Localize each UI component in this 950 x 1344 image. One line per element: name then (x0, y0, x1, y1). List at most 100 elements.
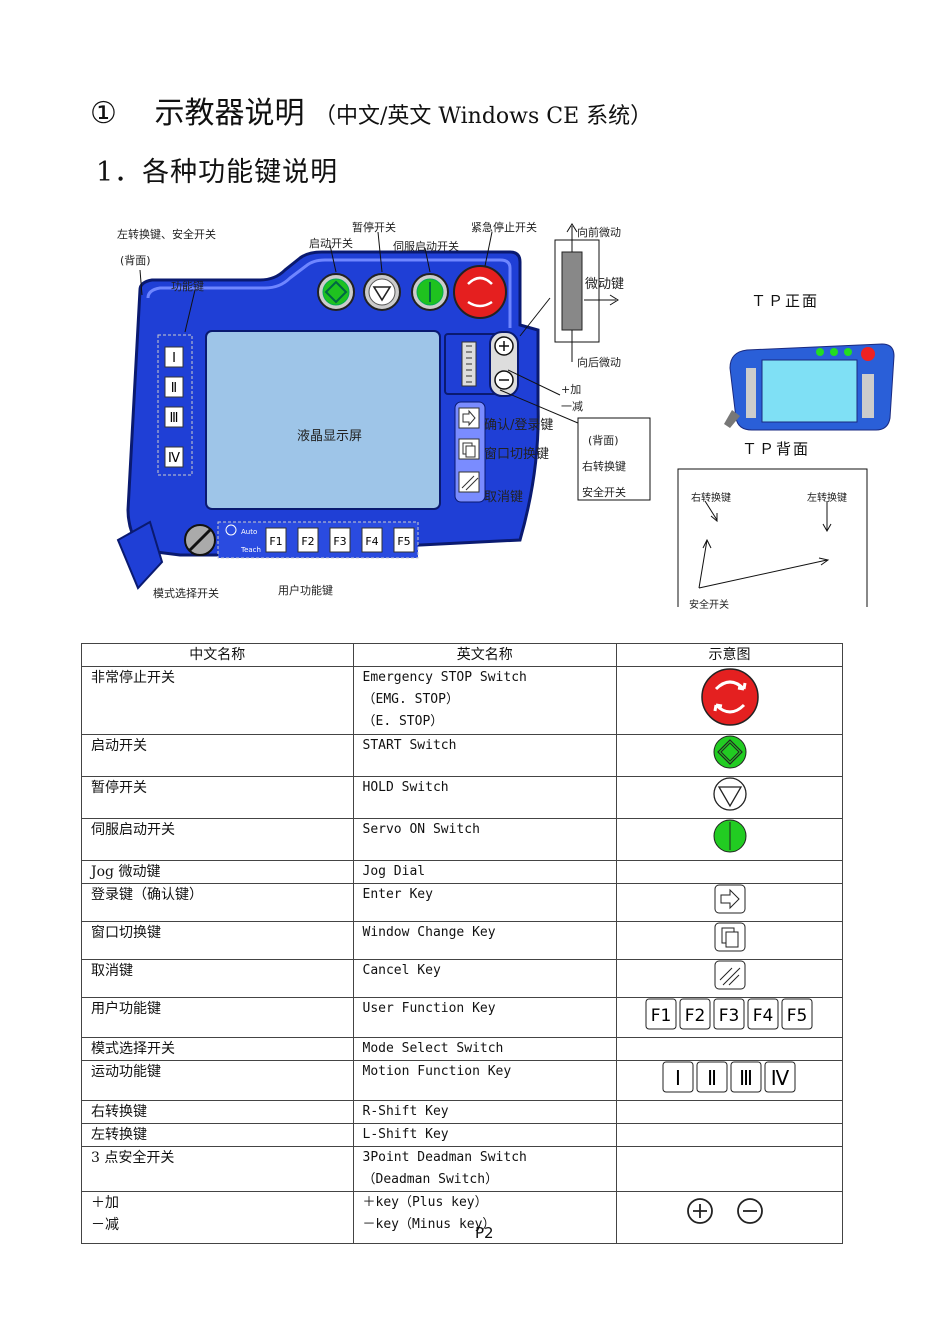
row-en: Enter Key (352, 883, 618, 922)
roman-icon-4: Ⅳ (770, 1066, 789, 1090)
header-en: 英文名称 (352, 643, 618, 667)
f4-key: F4 (365, 535, 378, 548)
row-en: Mode Select Switch (352, 1037, 618, 1061)
row-zh: Jog 微动键 (81, 860, 354, 884)
fkey-f4: F4 (752, 1006, 773, 1026)
f3-key: F3 (333, 535, 346, 548)
row-icon: F1 F2 F3 F4 F5 (616, 997, 843, 1038)
auto-label: Auto (241, 528, 257, 536)
estop-icon (700, 668, 759, 726)
table-header-row: 中文名称 英文名称 示意图 (81, 643, 843, 667)
row-icon (616, 734, 843, 777)
header-zh: 中文名称 (81, 643, 354, 667)
tp-back-label: ＴＰ背面 (742, 440, 811, 458)
start-button-icon (322, 278, 350, 306)
table-row: Jog 微动键 Jog Dial (81, 860, 843, 884)
estop-button-icon (453, 265, 507, 319)
row-en: Jog Dial (352, 860, 618, 884)
row-icon (616, 1191, 843, 1244)
table-row: 3 点安全开关 3Point Deadman Switch （Deadman S… (81, 1146, 843, 1192)
callout-start-switch: 启动开关 (309, 237, 353, 250)
page-number: P2 (475, 1224, 494, 1242)
row-zh: 暂停开关 (81, 776, 354, 819)
fkey-f5: F5 (786, 1006, 807, 1026)
row-zh: 取消键 (81, 959, 354, 998)
back-view-left-shift: 左转换键 (807, 493, 847, 504)
function-keys-diagram: F1 F2 F3 F4 F5 (265, 527, 415, 553)
callout-user-function-keys: 用户功能键 (278, 584, 333, 597)
row-zh: 窗口切换键 (81, 921, 354, 960)
back-view-safety: 安全开关 (689, 600, 729, 611)
start-icon (713, 735, 747, 769)
roman-key-4: Ⅳ (168, 451, 180, 466)
row-icon (616, 1146, 843, 1192)
callout-lcd: 液晶显示屏 (297, 429, 363, 444)
roman-keys: Ⅰ Ⅱ Ⅲ Ⅳ (164, 346, 184, 468)
row-en: Servo ON Switch (352, 818, 618, 861)
callout-plus: +加 (561, 383, 582, 396)
row-en: L-Shift Key (352, 1123, 618, 1147)
section-title: 1．各种功能键说明 (96, 157, 339, 188)
pendant-diagram: Ⅰ Ⅱ Ⅲ Ⅳ Auto Teach F1 F2 (116, 223, 651, 590)
row-icon (616, 883, 843, 922)
roman-keys-icon: Ⅰ Ⅱ Ⅲ Ⅳ (662, 1061, 796, 1093)
row-zh: 非常停止开关 (81, 666, 354, 735)
table-row: 暂停开关 HOLD Switch (81, 776, 843, 819)
table-row: 右转换键 R-Shift Key (81, 1100, 843, 1124)
callout-minus: 一减 (561, 400, 583, 413)
table-row: 伺服启动开关 Servo ON Switch (81, 818, 843, 861)
tp-front-label: ＴＰ正面 (751, 292, 820, 310)
row-icon (616, 818, 843, 861)
row-zh: 左转换键 (81, 1123, 354, 1147)
row-en: 3Point Deadman Switch （Deadman Switch） (352, 1146, 618, 1192)
tp-photo (724, 343, 895, 431)
callout-estop-switch: 紧急停止开关 (471, 221, 537, 234)
callout-function-keys: 功能键 (171, 280, 204, 293)
callout-enter-key: 确认/登录键 (484, 418, 554, 433)
hold-button-icon (368, 278, 396, 306)
callout-mode-switch: 模式选择开关 (153, 587, 219, 600)
servo-icon (713, 819, 747, 853)
window-key-icon (714, 922, 746, 952)
cable-connector (116, 520, 164, 590)
fkey-f1: F1 (650, 1006, 671, 1026)
callout-jog-backward: 向后微动 (577, 356, 621, 369)
row-icon (616, 1037, 843, 1061)
enter-key-icon (714, 884, 746, 914)
row-en: Emergency STOP Switch （EMG. STOP） （E. ST… (352, 666, 618, 735)
row-zh: 3 点安全开关 (81, 1146, 354, 1192)
callout-window-key: 窗口切换键 (484, 447, 550, 462)
heading-title: 示教器说明 (154, 96, 305, 131)
fkey-f3: F3 (718, 1006, 739, 1026)
row-icon (616, 666, 843, 735)
row-zh: 模式选择开关 (81, 1037, 354, 1061)
row-icon: Ⅰ Ⅱ Ⅲ Ⅳ (616, 1060, 843, 1101)
roman-key-3: Ⅲ (170, 411, 179, 426)
row-en: Window Change Key (352, 921, 618, 960)
row-zh: 启动开关 (81, 734, 354, 777)
row-icon (616, 959, 843, 998)
callout-cancel-key: 取消键 (484, 490, 524, 505)
fkeys-icon: F1 F2 F3 F4 F5 (645, 998, 813, 1030)
row-icon (616, 1100, 843, 1124)
row-zh: 用户功能键 (81, 997, 354, 1038)
row-en: R-Shift Key (352, 1100, 618, 1124)
callout-hold-switch: 暂停开关 (352, 221, 396, 234)
f1-key: F1 (269, 535, 282, 548)
page-heading: ① 示教器说明 （中文/英文 Windows CE 系统） (90, 88, 652, 132)
table-row: 非常停止开关 Emergency STOP Switch （EMG. STOP）… (81, 666, 843, 735)
row-icon (616, 1123, 843, 1147)
row-zh: 右转换键 (81, 1100, 354, 1124)
row-zh: 伺服启动开关 (81, 818, 354, 861)
row-en: START Switch (352, 734, 618, 777)
f2-key: F2 (301, 535, 314, 548)
row-en: Motion Function Key (352, 1060, 618, 1101)
callout-servo-switch: 伺服启动开关 (393, 240, 459, 253)
plus-minus-icon (686, 1198, 763, 1224)
hold-icon (712, 777, 747, 811)
roman-icon-1: Ⅰ (675, 1066, 681, 1090)
heading-number: ① (90, 96, 117, 131)
row-en: HOLD Switch (352, 776, 618, 819)
fkey-f2: F2 (684, 1006, 705, 1026)
table-row: 模式选择开关 Mode Select Switch (81, 1037, 843, 1061)
